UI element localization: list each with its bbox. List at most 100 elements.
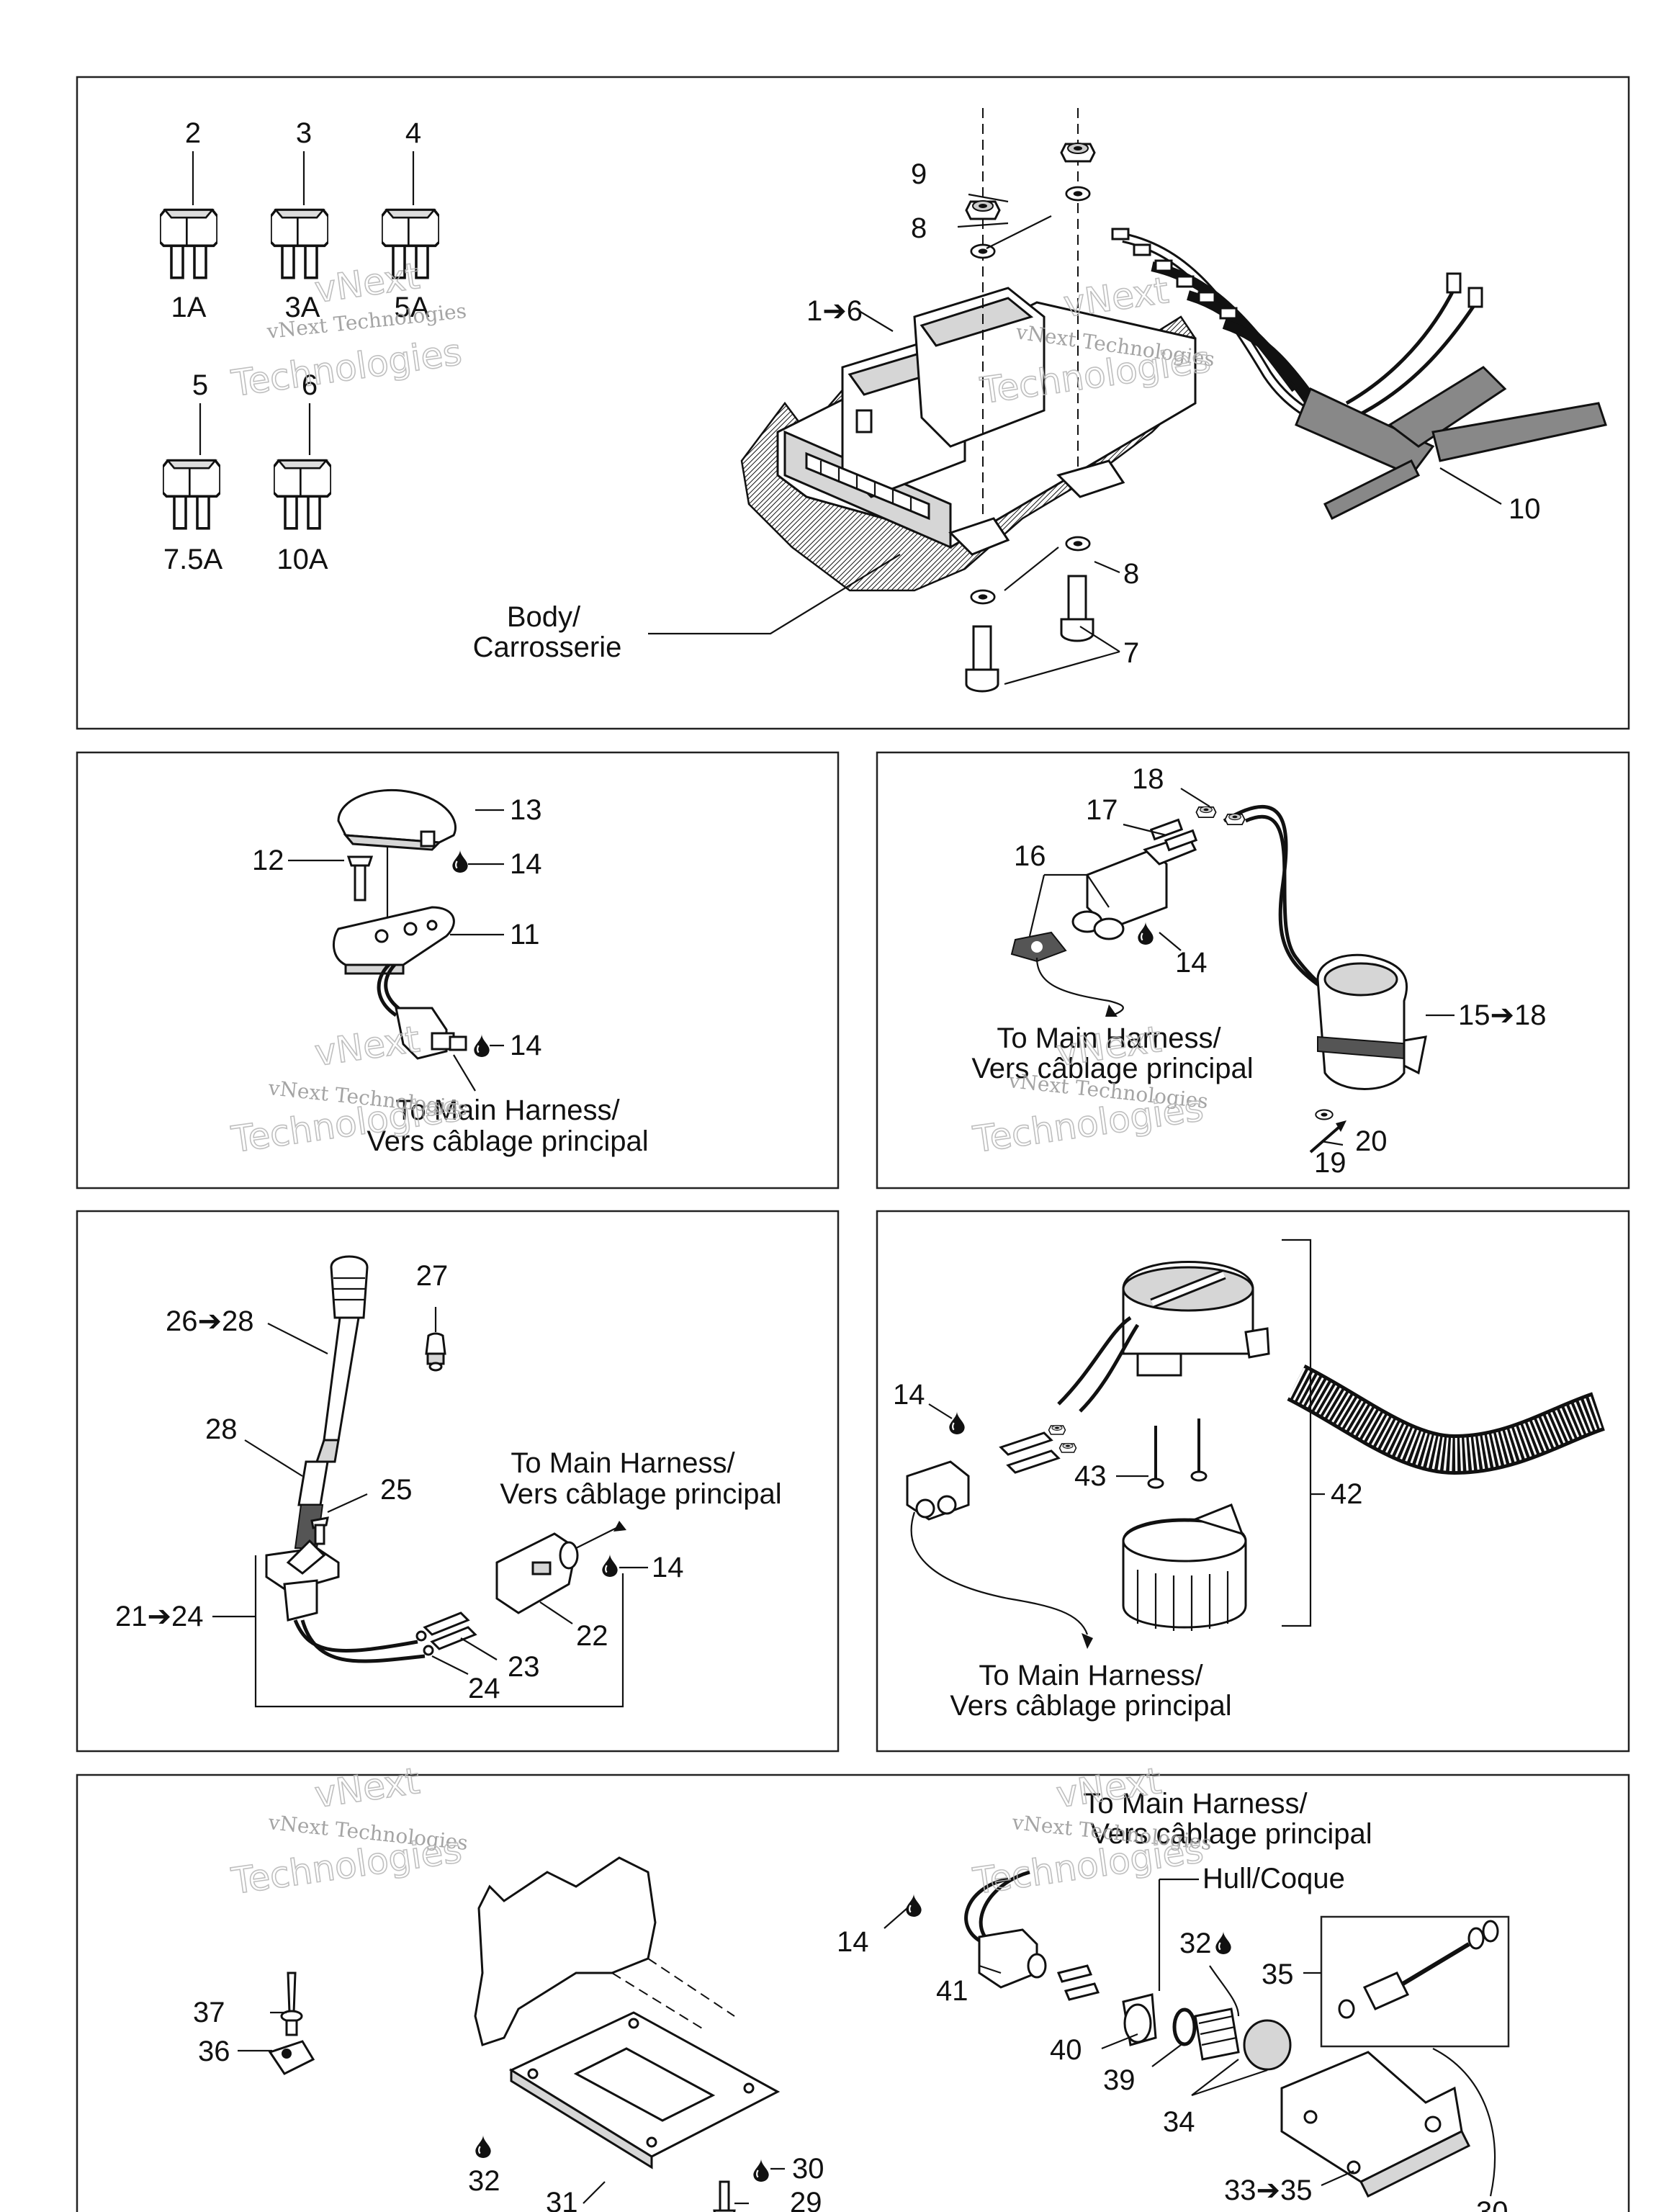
body-label-line2: Carrosserie xyxy=(473,631,622,663)
svg-text:vNext: vNext xyxy=(313,1018,423,1074)
callout-washer-bottom: 8 xyxy=(1123,558,1139,590)
fuse-10a-icon xyxy=(274,403,331,530)
sealant-drop-icon xyxy=(949,1411,965,1434)
harness-label-line1: To Main Harness/ xyxy=(511,1447,735,1479)
callout-19: 19 xyxy=(1314,1147,1346,1179)
fuse-rating-1a: 1A xyxy=(171,292,207,323)
callout-34: 34 xyxy=(1163,2106,1195,2138)
callout-20: 20 xyxy=(1355,1125,1388,1157)
terminal-icon xyxy=(415,1611,477,1656)
callout-rivet: 43 xyxy=(1074,1460,1107,1492)
callout-41: 41 xyxy=(936,1975,968,2007)
drain-assembly-icon xyxy=(964,1870,1471,2198)
screw-icon xyxy=(346,855,374,902)
svg-text:vNext: vNext xyxy=(1061,269,1172,325)
panel-temperature-sensor xyxy=(876,751,1630,1190)
callout-14: 14 xyxy=(837,1926,869,1958)
callout-shaft: 28 xyxy=(205,1413,238,1445)
fuse-rating-3a: 3A xyxy=(285,292,320,323)
fuse-rating-10a: 10A xyxy=(276,544,328,575)
callout-30b: 30 xyxy=(1476,2196,1509,2212)
nut-icon xyxy=(965,142,1096,220)
callout-sealant: 14 xyxy=(893,1379,925,1411)
harness-label-line1: To Main Harness/ xyxy=(979,1660,1203,1691)
callout-sensor-assembly: 15➔18 xyxy=(1458,999,1547,1031)
callout-harness: 10 xyxy=(1509,493,1541,525)
fuse-rating-5a: 5A xyxy=(395,292,430,323)
screw-icon xyxy=(310,1516,329,1545)
harness-label-line1: To Main Harness/ xyxy=(997,1022,1221,1054)
callout-fuse-4: 4 xyxy=(405,117,421,149)
callout-washer-top: 8 xyxy=(911,212,927,244)
sealant-drop-icon xyxy=(1215,1931,1231,1954)
callout-fuse-box: 1➔6 xyxy=(806,295,863,327)
callout-bulb: 27 xyxy=(416,1260,449,1292)
callout-pump: 42 xyxy=(1331,1478,1363,1510)
panel-courtesy-light xyxy=(76,751,840,1190)
screw-icon xyxy=(713,2180,736,2212)
callout-fuse-2: 2 xyxy=(185,117,201,149)
sealant-drop-icon xyxy=(474,1034,490,1057)
callout-base-assembly: 21➔24 xyxy=(115,1601,204,1632)
panel-hull-drain xyxy=(76,1773,1630,2212)
lamp-icon xyxy=(337,788,457,851)
callout-sealant-a: 14 xyxy=(510,848,542,880)
fuse-7-5a-icon xyxy=(163,403,220,530)
clip-icon xyxy=(268,2040,315,2075)
callout-37: 37 xyxy=(193,1997,225,2028)
fuse-rating-7-5a: 7.5A xyxy=(163,544,223,575)
drain-plug-kit-icon xyxy=(1320,1915,1510,2048)
sealant-drop-icon xyxy=(475,2135,491,2158)
callout-35: 35 xyxy=(1262,1959,1294,1990)
callout-18: 18 xyxy=(1132,763,1164,795)
callout-sealant-b: 14 xyxy=(510,1030,542,1061)
callout-31: 31 xyxy=(546,2187,578,2212)
harness-label-line1: To Main Harness/ xyxy=(1083,1788,1308,1820)
hull-label: Hull/Coque xyxy=(1202,1863,1345,1894)
callout-39: 39 xyxy=(1103,2064,1136,2096)
callout-sealant: 14 xyxy=(652,1552,684,1583)
harness-label-line2: Vers câblage principal xyxy=(367,1125,648,1157)
bilge-pump-icon xyxy=(1057,1261,1270,1413)
wire-harness-icon xyxy=(1111,228,1607,521)
callout-connector: 22 xyxy=(576,1620,608,1652)
callout-base: 11 xyxy=(510,919,540,950)
callout-fuse-6: 6 xyxy=(302,369,318,401)
plate-icon xyxy=(508,2011,781,2170)
callout-40: 40 xyxy=(1050,2034,1082,2066)
sealant-drop-icon xyxy=(753,2159,769,2182)
callout-screw: 25 xyxy=(380,1474,413,1506)
svg-text:vNext: vNext xyxy=(313,1760,423,1816)
bulb-icon xyxy=(425,1332,446,1372)
panel-navigation-light xyxy=(76,1210,840,1753)
callout-nut: 9 xyxy=(911,158,927,190)
callout-17: 17 xyxy=(1086,794,1118,826)
callout-screw: 7 xyxy=(1123,637,1139,669)
navigation-light-pole-icon xyxy=(294,1255,369,1549)
watermark: vNext Technologies vNext Technologies vN… xyxy=(228,254,1216,1903)
lamp-base-icon xyxy=(332,906,455,975)
svg-text:Technologies: Technologies xyxy=(229,331,464,405)
sealant-drop-icon xyxy=(1138,922,1154,945)
connector-icon xyxy=(1071,818,1198,940)
terminal-icon xyxy=(999,1424,1077,1474)
rivet-icon xyxy=(280,1972,303,2036)
rivet-icon xyxy=(1147,1419,1208,1489)
callout-30: 30 xyxy=(792,2153,824,2185)
callout-screw: 12 xyxy=(252,845,284,876)
screw-icon xyxy=(965,575,1094,693)
sealant-drop-icon xyxy=(452,850,468,873)
callout-seal: 24 xyxy=(468,1673,500,1704)
callout-32: 32 xyxy=(468,2165,500,2197)
callout-fuse-5: 5 xyxy=(192,369,208,401)
light-base-icon xyxy=(265,1539,426,1663)
grommet-icon xyxy=(1010,931,1067,963)
panel-fuse-box xyxy=(76,76,1630,730)
sensor-assembly-icon xyxy=(1223,804,1427,1090)
callout-32b: 32 xyxy=(1179,1928,1212,1959)
callout-36: 36 xyxy=(198,2036,230,2067)
nut-icon xyxy=(1195,806,1246,825)
fuse-3a-icon xyxy=(271,151,328,279)
fuse-box-terminal-strip xyxy=(805,451,930,521)
